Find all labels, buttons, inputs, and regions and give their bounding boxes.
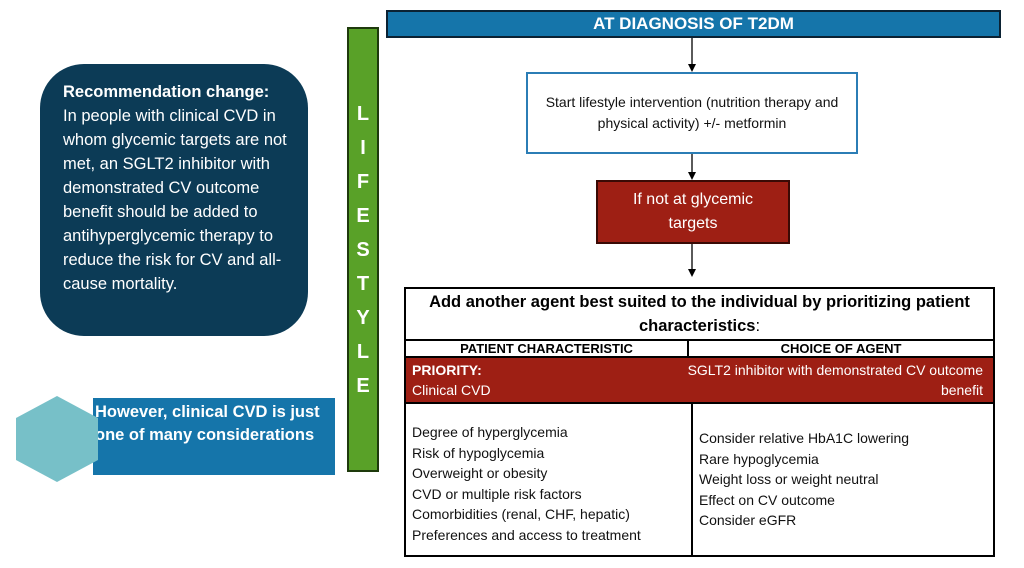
table-lists: Degree of hyperglycemia Risk of hypoglyc… — [406, 402, 993, 555]
table-title-main: Add another agent best suited to the ind… — [429, 293, 970, 335]
recommendation-body: In people with clinical CVD in whom glyc… — [63, 107, 287, 293]
lifestyle-letter: L — [356, 102, 370, 125]
lifestyle-intervention-box: Start lifestyle intervention (nutrition … — [526, 72, 858, 154]
list-item: Overweight or obesity — [412, 465, 548, 481]
list-item: CVD or multiple risk factors — [412, 485, 582, 502]
characteristics-list: Degree of hyperglycemia Risk of hypoglyc… — [406, 404, 693, 555]
lifestyle-letter: Y — [356, 306, 370, 329]
table-column-headers: PATIENT CHARACTERISTIC CHOICE OF AGENT — [406, 339, 993, 358]
recommendation-heading: Recommendation change: — [63, 83, 270, 101]
lifestyle-bar: L I F E S T Y L E — [347, 27, 379, 472]
hexagon-icon — [16, 396, 98, 482]
priority-value: Clinical CVD — [412, 382, 491, 398]
arrow-down-icon — [688, 154, 696, 180]
list-item: Comorbidities (renal, CHF, hepatic) — [412, 506, 630, 522]
list-item: Effect on CV outcome — [699, 491, 835, 508]
considerations-note: However, clinical CVD is just one of man… — [93, 398, 335, 475]
priority-agent: SGLT2 inhibitor with demonstrated CV out… — [687, 362, 983, 398]
priority-label: PRIORITY: — [412, 362, 482, 378]
agent-considerations-list: Consider relative HbA1C lowering Rare hy… — [693, 404, 993, 555]
lifestyle-letter: F — [356, 170, 370, 193]
table-title: Add another agent best suited to the ind… — [406, 289, 993, 339]
diagnosis-header: AT DIAGNOSIS OF T2DM — [386, 10, 1001, 38]
lifestyle-letter: I — [360, 136, 366, 159]
lifestyle-letter: E — [356, 204, 370, 227]
considerations-note-text: However, clinical CVD is just one of man… — [95, 403, 320, 444]
lifestyle-letter: S — [356, 238, 370, 261]
glycemic-targets-box: If not at glycemic targets — [596, 180, 790, 244]
recommendation-callout: Recommendation change: In people with cl… — [40, 64, 308, 336]
lifestyle-letter: L — [356, 340, 370, 363]
arrow-down-icon — [688, 38, 696, 72]
list-item: Degree of hyperglycemia — [412, 424, 568, 440]
list-item: Risk of hypoglycemia — [412, 444, 545, 461]
lifestyle-intervention-text: Start lifestyle intervention (nutrition … — [545, 94, 839, 131]
glycemic-targets-text: If not at glycemic targets — [632, 191, 754, 232]
list-item: Consider relative HbA1C lowering — [699, 430, 910, 446]
arrow-down-icon — [688, 244, 696, 277]
list-item: Consider eGFR — [699, 512, 797, 528]
table-title-tail: : — [755, 317, 761, 335]
priority-characteristic: PRIORITY: Clinical CVD — [412, 360, 491, 400]
column-header-patient: PATIENT CHARACTERISTIC — [406, 341, 690, 356]
agent-selection-table: Add another agent best suited to the ind… — [404, 287, 995, 557]
lifestyle-letter: T — [356, 272, 370, 295]
priority-row: PRIORITY: Clinical CVD SGLT2 inhibitor w… — [406, 358, 993, 402]
list-item: Weight loss or weight neutral — [699, 471, 879, 487]
list-item: Preferences and access to treatment — [412, 526, 641, 543]
list-item: Rare hypoglycemia — [699, 450, 819, 467]
column-header-agent: CHOICE OF AGENT — [780, 341, 902, 356]
lifestyle-letter: E — [356, 374, 370, 397]
